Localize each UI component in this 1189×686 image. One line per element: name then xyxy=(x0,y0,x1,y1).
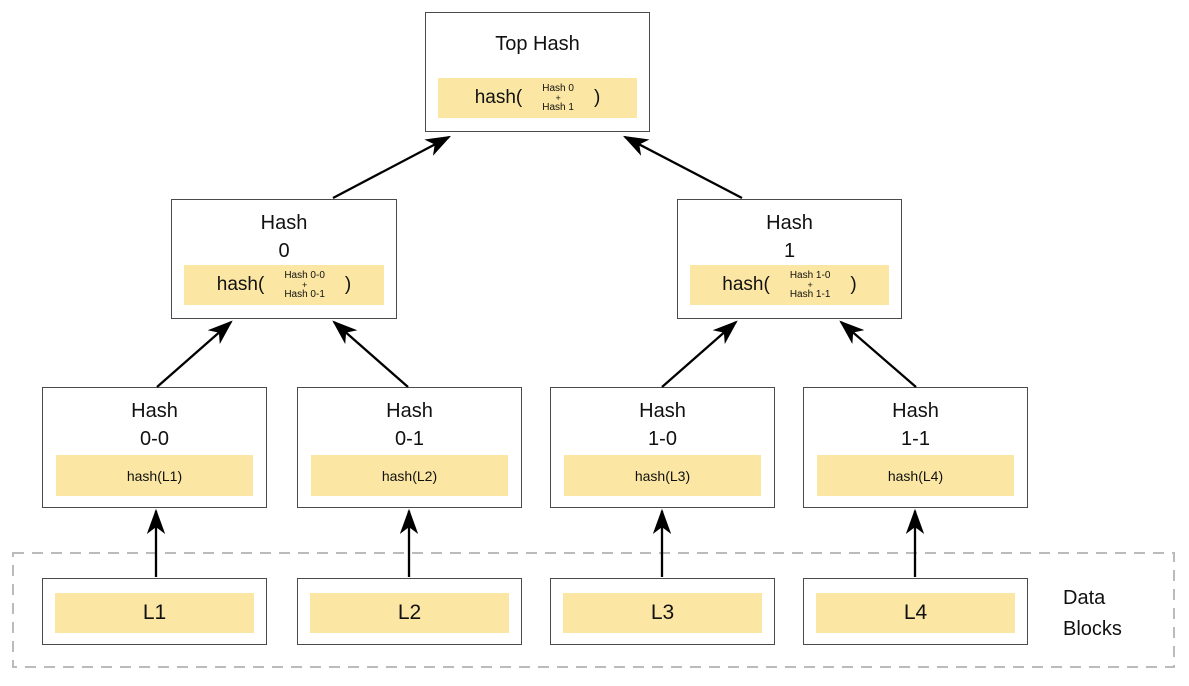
hash-fn-text: hash( xyxy=(474,87,523,108)
hash-arg-top: Hash 0-0 xyxy=(284,269,325,281)
hash-formula: hash( Hash 0-0 + Hash 0-1 ) xyxy=(184,265,384,305)
hash-arg-top: Hash 1-0 xyxy=(789,269,831,281)
hash-close-paren: ) xyxy=(344,274,352,295)
arrow-hash01-to-hash0 xyxy=(332,320,409,388)
hash-args-stack: Hash 1-0 + Hash 1-1 xyxy=(789,269,831,300)
node-title-line: Hash xyxy=(892,400,939,422)
plus-operator: + xyxy=(807,279,813,290)
hash-formula: hash(L4) xyxy=(817,455,1014,496)
hash-formula: hash( Hash 0 + Hash 1 ) xyxy=(438,78,637,118)
node-title: Hash 0 xyxy=(172,200,396,265)
node-hash-1: Hash 1 hash( Hash 1-0 + Hash 1-1 ) xyxy=(677,199,902,319)
data-blocks-label-line: Data xyxy=(1063,587,1106,609)
node-title-line: 0-0 xyxy=(140,428,169,450)
hash-close-paren: ) xyxy=(593,87,601,108)
data-blocks-label: Data Blocks xyxy=(1063,583,1122,645)
hash-fn-text: hash( xyxy=(216,274,265,295)
node-hash-0: Hash 0 hash( Hash 0-0 + Hash 0-1 ) xyxy=(171,199,397,319)
arrow-hash10-to-hash1 xyxy=(661,320,738,388)
node-title: Top Hash xyxy=(495,33,580,55)
node-title-line: Hash xyxy=(639,400,686,422)
data-block-l3: L3 xyxy=(550,578,775,645)
hash-close-paren: ) xyxy=(850,274,857,295)
hash-formula: hash(L1) xyxy=(56,455,253,496)
node-title-line: 1-0 xyxy=(648,428,677,450)
node-title: Hash 0-1 xyxy=(298,388,521,453)
node-title-line: Hash xyxy=(766,212,813,234)
node-title: Hash 1-0 xyxy=(551,388,774,453)
data-blocks-label-line: Blocks xyxy=(1063,618,1122,640)
data-block-l1: L1 xyxy=(42,578,267,645)
data-block-label: L3 xyxy=(563,593,762,633)
node-title-line: Hash xyxy=(386,400,433,422)
node-hash-1-0: Hash 1-0 hash(L3) xyxy=(550,387,775,508)
arrow-hash0-to-top xyxy=(332,135,452,200)
node-hash-0-0: Hash 0-0 hash(L1) xyxy=(42,387,267,508)
hash-arg-top: Hash 0 xyxy=(542,82,574,94)
node-title-line: 0 xyxy=(278,240,290,262)
node-title-line: Hash xyxy=(131,400,178,422)
hash-fn-text: hash( xyxy=(722,274,770,295)
node-top-hash: Top Hash hash( Hash 0 + Hash 1 ) xyxy=(425,12,650,132)
hash-arg-bottom: Hash 0-1 xyxy=(284,288,325,300)
hash-formula: hash(L3) xyxy=(564,455,761,496)
node-title: Hash 1-1 xyxy=(804,388,1027,453)
node-title: Hash 1 xyxy=(678,200,901,265)
node-title-line: 1 xyxy=(783,240,796,262)
data-block-l2: L2 xyxy=(297,578,522,645)
arrow-hash00-to-hash0 xyxy=(156,320,233,388)
node-title-line: Hash xyxy=(260,212,308,234)
node-title-line: 0-1 xyxy=(395,428,424,450)
hash-arg-bottom: Hash 1-1 xyxy=(789,288,831,300)
data-block-label: L4 xyxy=(816,593,1015,633)
arrow-hash1-to-top xyxy=(622,135,743,200)
plus-operator: + xyxy=(301,279,308,290)
node-hash-1-1: Hash 1-1 hash(L4) xyxy=(803,387,1028,508)
data-block-l4: L4 xyxy=(803,578,1028,645)
node-title: Hash 0-0 xyxy=(43,388,266,453)
node-title-line: 1-1 xyxy=(901,428,930,450)
hash-arg-bottom: Hash 1 xyxy=(542,101,574,113)
hash-args-stack: Hash 0 + Hash 1 xyxy=(542,82,574,113)
data-block-label: L1 xyxy=(55,593,254,633)
hash-formula: hash( Hash 1-0 + Hash 1-1 ) xyxy=(690,265,889,305)
arrow-hash11-to-hash1 xyxy=(839,320,917,388)
hash-formula: hash(L2) xyxy=(311,455,508,496)
data-block-label: L2 xyxy=(310,593,509,633)
node-hash-0-1: Hash 0-1 hash(L2) xyxy=(297,387,522,508)
plus-operator: + xyxy=(555,92,561,103)
hash-args-stack: Hash 0-0 + Hash 0-1 xyxy=(284,269,325,300)
